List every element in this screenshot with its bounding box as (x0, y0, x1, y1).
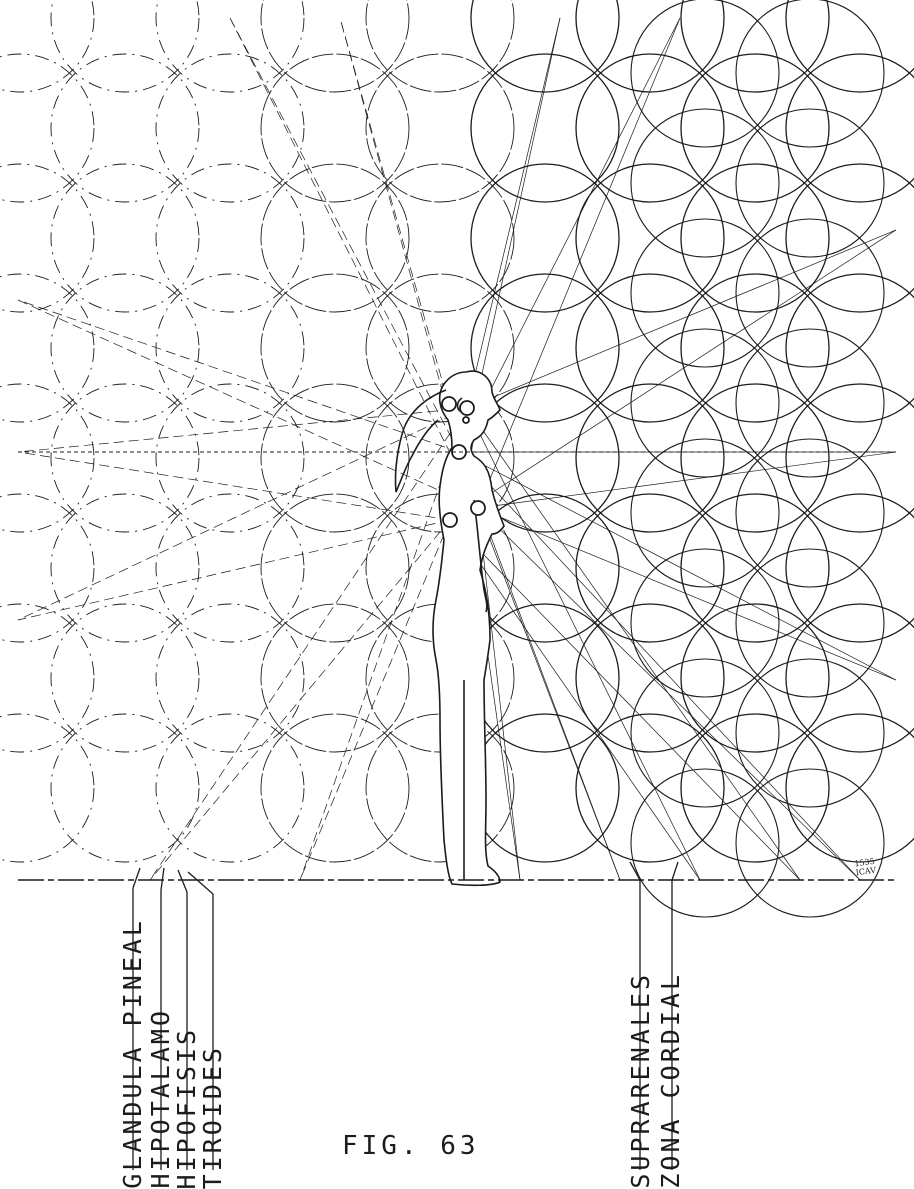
figure-caption: FIG. 63 (342, 1131, 480, 1161)
ray-line (467, 18, 560, 408)
label-tiroides: TIROIDES (198, 929, 228, 1189)
grid-circle (786, 164, 914, 312)
grid-circle (261, 0, 409, 92)
grid-circle (786, 274, 914, 422)
pituitary-marker (463, 417, 469, 423)
grid-circle (0, 494, 94, 642)
ray-line (150, 520, 450, 880)
human-figure-outline (433, 371, 504, 885)
label-glandula-pineal: GLANDULA PINEAL (118, 879, 148, 1189)
leader-line (178, 870, 187, 892)
ray-line (230, 18, 478, 508)
label-suprarenales: SUPRARENALES (626, 889, 656, 1189)
grid-circle (576, 0, 724, 92)
ray-line (18, 408, 467, 620)
human-figure (395, 371, 504, 885)
grid-circle (156, 0, 304, 92)
grid-circle (0, 0, 94, 92)
grid-circle (681, 0, 829, 92)
ray-line (150, 408, 467, 880)
grid-circle (786, 54, 914, 202)
hypothalamus-marker (460, 401, 474, 415)
ray-line (478, 18, 680, 508)
ray-line (459, 452, 896, 680)
ray-line (230, 18, 459, 452)
ray-line (18, 452, 450, 520)
ray-line (18, 300, 478, 508)
grid-circle (0, 54, 94, 202)
ray-line (467, 230, 896, 408)
pineal-gland-marker (442, 397, 456, 411)
adrenal-marker (443, 513, 457, 527)
leader-line (630, 862, 640, 880)
ray-line (300, 520, 450, 880)
grid-circle (786, 714, 914, 862)
leader-line (188, 872, 213, 894)
leader-line (672, 862, 678, 880)
label-zona-cordial: ZONA CORDIAL (656, 889, 686, 1189)
grid-circle (0, 714, 94, 862)
grid-circle (471, 0, 619, 92)
ray-line (467, 408, 700, 880)
ray-line (18, 300, 459, 452)
leader-line (161, 868, 164, 890)
grid-circle (786, 494, 914, 642)
grid-circle (0, 604, 94, 752)
grid-circle (786, 604, 914, 752)
ray-line (340, 18, 459, 452)
grid-circle (366, 0, 514, 92)
grid-circle (0, 274, 94, 422)
grid-circle (51, 0, 199, 92)
ray-line (467, 408, 800, 880)
grid-circle (0, 384, 94, 532)
ray-line (450, 230, 896, 520)
ray-line (478, 508, 896, 680)
artist-signature: 1535 ICAV (854, 857, 877, 878)
grid-circle (0, 164, 94, 312)
ray-line (18, 520, 450, 620)
heart-marker (471, 501, 485, 515)
